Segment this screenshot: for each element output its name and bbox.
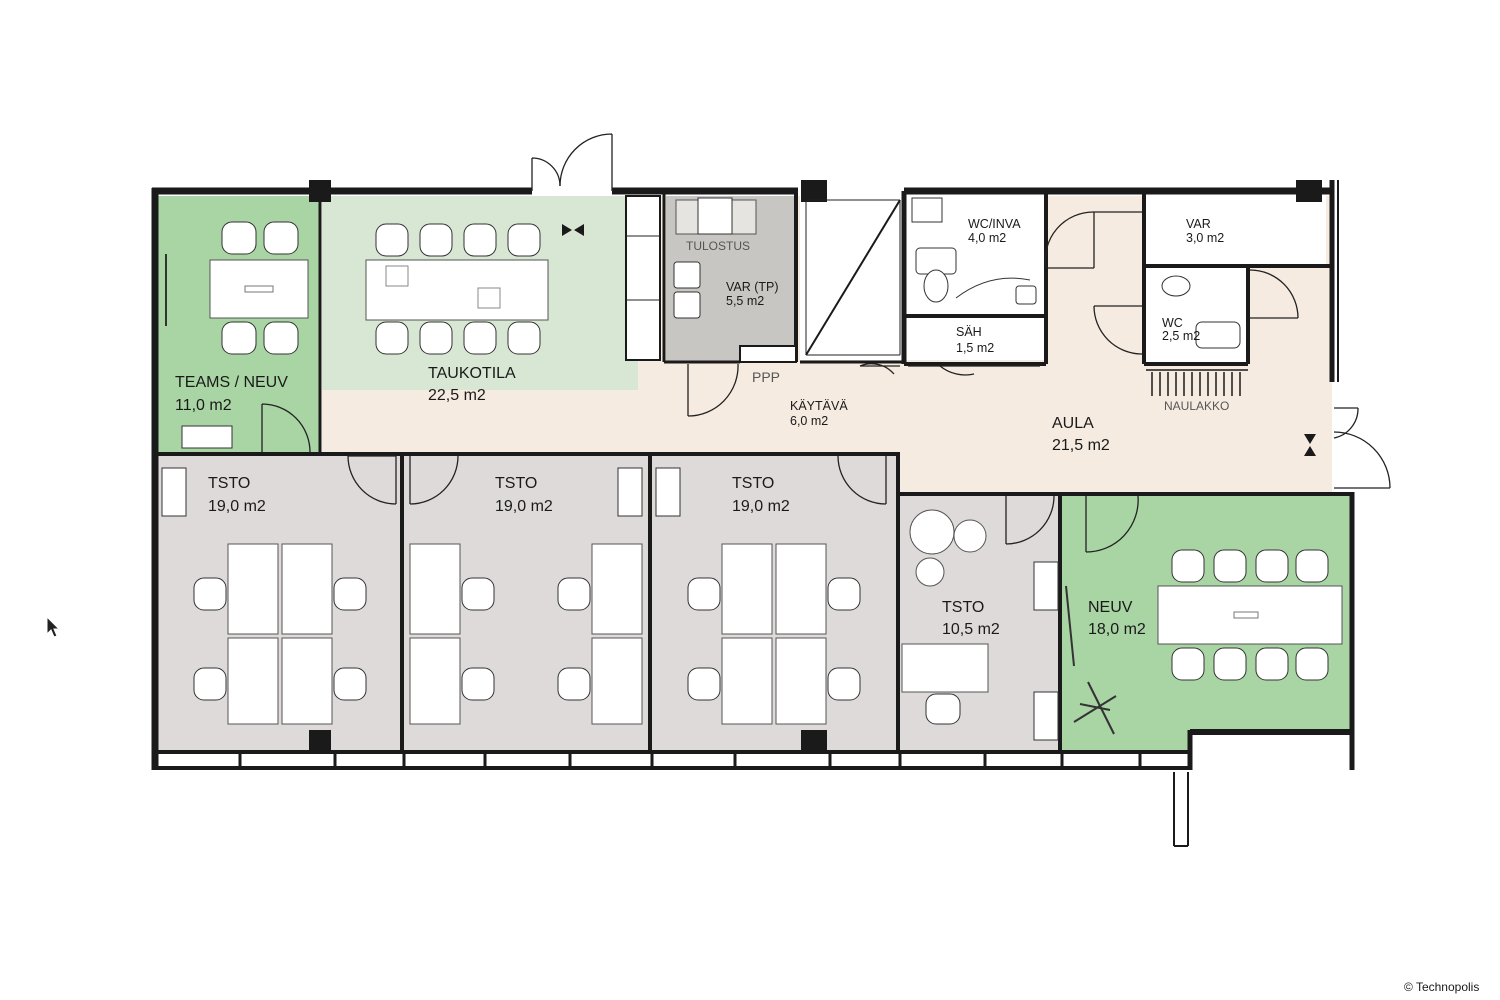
label-aula-area: 21,5 m2 (1052, 437, 1110, 454)
label-teams-area: 11,0 m2 (175, 397, 232, 414)
entry-symbol (1304, 434, 1316, 456)
teams-furniture (165, 221, 309, 449)
label-kaytava-name: KÄYTÄVÄ (790, 399, 848, 413)
tsto2-furniture (409, 467, 643, 725)
neuv-furniture (1065, 549, 1343, 735)
label-tsto3-area: 19,0 m2 (732, 498, 790, 515)
fill-sah (906, 318, 1044, 360)
label-tsto2-area: 19,0 m2 (495, 498, 553, 515)
label-var-name: VAR (1186, 217, 1211, 231)
wc-fixtures (1161, 275, 1241, 349)
taukotila-furniture (365, 223, 584, 355)
naulakko-rack (1146, 369, 1248, 396)
label-wc-name: WC (1162, 316, 1183, 330)
stair-bottom (1173, 772, 1189, 847)
doors (261, 133, 1391, 553)
label-taukotila-name: TAUKOTILA (428, 365, 516, 382)
label-naulakko: NAULAKKO (1164, 399, 1229, 413)
label-sah-name: SÄH (956, 325, 982, 339)
room-labels: TEAMS / NEUV 11,0 m2 TAUKOTILA 22,5 m2 T… (175, 217, 1229, 638)
tsto1-furniture (161, 467, 367, 725)
label-tsto1-name: TSTO (208, 475, 250, 492)
label-neuv-name: NEUV (1088, 599, 1133, 616)
label-tulostus: TULOSTUS (686, 239, 750, 253)
walls (151, 180, 1355, 770)
label-tsto3-name: TSTO (732, 475, 774, 492)
label-taukotila-area: 22,5 m2 (428, 387, 486, 404)
label-tsto2-name: TSTO (495, 475, 537, 492)
label-var-tp-name: VAR (TP) (726, 280, 779, 294)
tsto3-furniture (655, 467, 861, 725)
var-tp-appliances (673, 197, 757, 319)
fill-var (1146, 196, 1326, 264)
label-var-tp-area: 5,5 m2 (726, 294, 764, 308)
label-var-area: 3,0 m2 (1186, 231, 1224, 245)
label-neuv-area: 18,0 m2 (1088, 621, 1146, 638)
label-tsto4-area: 10,5 m2 (942, 621, 1000, 638)
label-ppp: PPP (752, 369, 780, 385)
copyright: © Technopolis (1404, 980, 1479, 994)
label-sah-area: 1,5 m2 (956, 341, 994, 355)
label-wc-area: 2,5 m2 (1162, 329, 1200, 343)
label-kaytava-area: 6,0 m2 (790, 414, 828, 428)
tsto4-furniture (901, 509, 1059, 741)
label-tsto1-area: 19,0 m2 (208, 498, 266, 515)
label-wc-inva-area: 4,0 m2 (968, 231, 1006, 245)
label-tsto4-name: TSTO (942, 599, 984, 616)
label-aula-name: AULA (1052, 415, 1094, 432)
label-teams-name: TEAMS / NEUV (175, 374, 288, 391)
wc-inva-fixtures (911, 197, 1037, 305)
label-wc-inva-name: WC/INVA (968, 217, 1021, 231)
mouse-cursor-icon (46, 616, 60, 638)
